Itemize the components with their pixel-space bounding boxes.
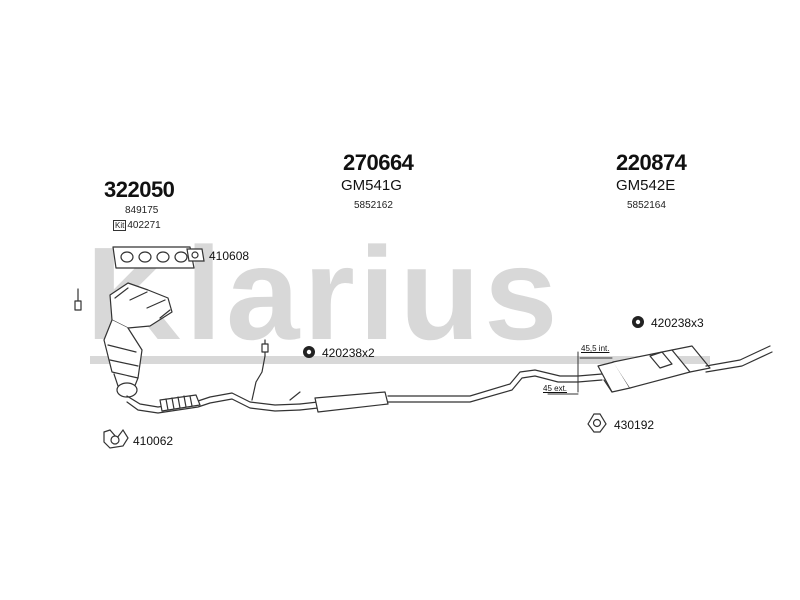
rear-silencer-shape [577,345,773,393]
flange-gasket-icon [103,428,129,449]
flange-gasket-label: 410062 [133,434,174,448]
gasket-icon-manifold [186,248,205,262]
clamp-icon [587,413,607,433]
dimension-external: 45 ext. [543,384,568,393]
center-silencer-shape [299,369,579,413]
manifold-gasket-shape [112,246,195,269]
watermark-underline [90,356,710,364]
manifold-part-number: 322050 [104,177,175,202]
manifold-ref: 849175 [125,205,159,216]
manifold-kit-ref: 402271 [127,220,161,231]
clamp-label: 430192 [614,418,655,432]
manifold-stud-shape [74,288,82,311]
rubber-mount-rear-label: 420238x3 [651,316,704,330]
downpipe-flange-shape [116,382,138,398]
manifold-catalyst-shape [103,282,173,389]
rubber-mount-mid-label: 420238x2 [322,346,375,360]
dimension-internal: 45,5 int. [581,344,610,353]
rear-ref: 5852164 [627,200,666,211]
dimension-marks [547,351,613,395]
rubber-mount-icon-rear [632,316,644,328]
downpipe-shape [126,392,301,414]
center-part-number: 270664 [343,150,414,175]
rear-code: GM542E [616,177,676,194]
gasket-manifold-label: 410608 [209,249,250,263]
mid-hanger-shape [251,339,301,401]
rear-part-number: 220874 [616,150,687,175]
kit-badge: Kit [113,220,127,231]
center-code: GM541G [341,177,402,194]
center-ref: 5852162 [354,200,393,211]
rubber-mount-icon-mid [303,346,315,358]
